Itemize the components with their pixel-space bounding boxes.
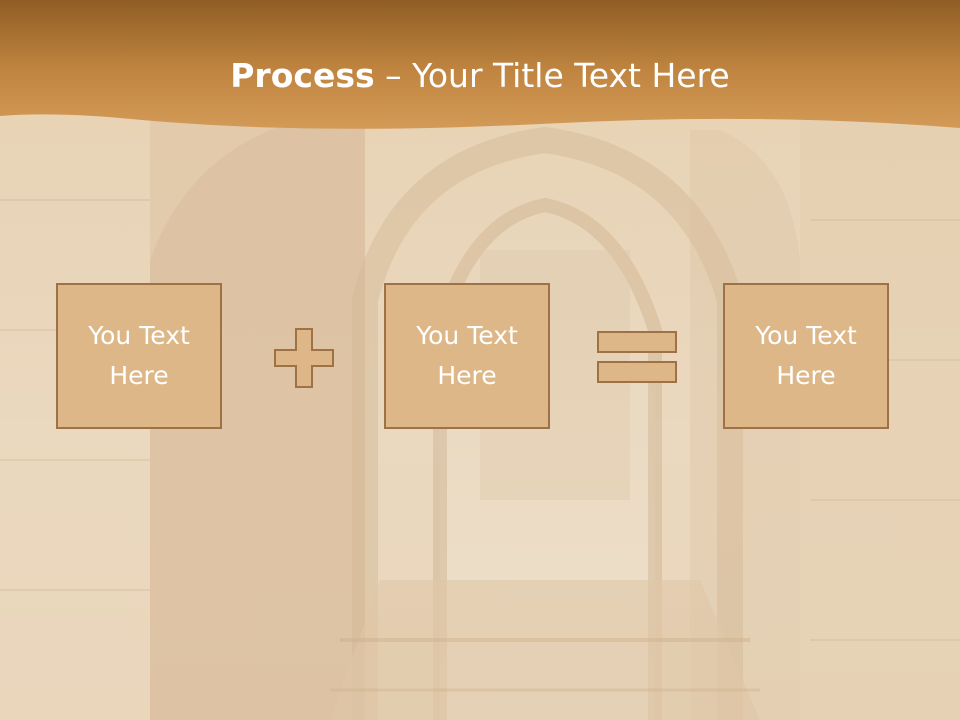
title-rest: – Your Title Text Here [374, 56, 730, 95]
process-box-1-text: You Text Here [88, 321, 190, 390]
slide-title: Process – Your Title Text Here [0, 54, 960, 98]
process-box-1[interactable]: You Text Here [56, 283, 222, 429]
header-band [0, 0, 960, 129]
title-bold: Process [230, 56, 375, 95]
equals-icon [597, 331, 677, 383]
process-box-3[interactable]: You Text Here [723, 283, 889, 429]
process-box-2[interactable]: You Text Here [384, 283, 550, 429]
process-box-3-text: You Text Here [755, 321, 857, 390]
plus-icon [274, 328, 334, 388]
process-box-2-text: You Text Here [416, 321, 518, 390]
